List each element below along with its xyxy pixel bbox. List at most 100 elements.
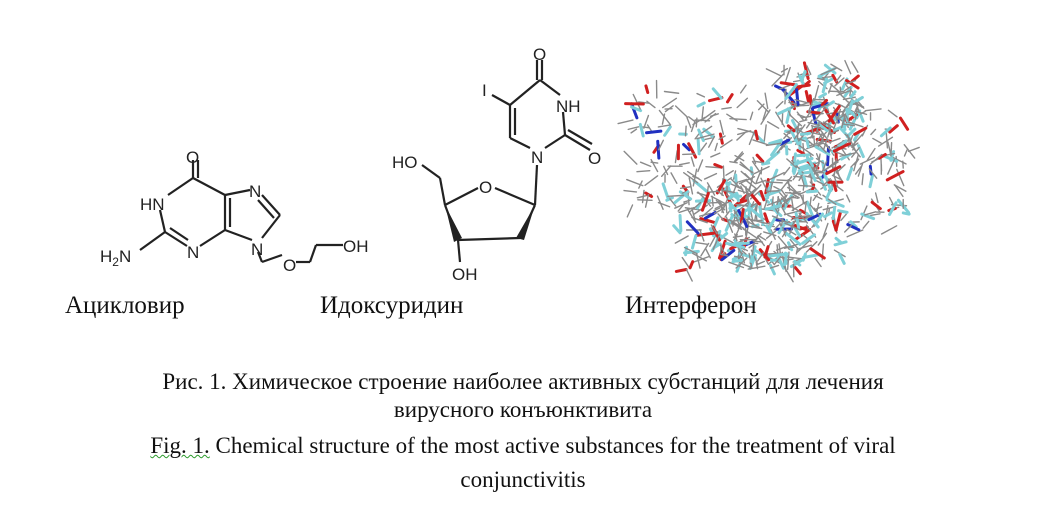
bond-stick bbox=[758, 248, 771, 262]
bond-stick bbox=[840, 113, 847, 129]
bond-stick bbox=[763, 124, 767, 144]
bond-stick bbox=[728, 202, 733, 213]
atom-label: OH bbox=[343, 237, 369, 256]
bond-stick bbox=[719, 253, 729, 257]
bond-stick bbox=[678, 214, 683, 233]
bond-stick bbox=[817, 143, 827, 153]
bond-stick bbox=[845, 79, 860, 90]
bond-stick bbox=[733, 241, 750, 246]
bond-stick bbox=[793, 124, 806, 140]
bond-stick bbox=[795, 247, 799, 255]
bond-stick bbox=[821, 77, 829, 94]
bond-stick bbox=[801, 252, 822, 260]
bond-stick bbox=[768, 252, 789, 258]
bond-stick bbox=[811, 102, 829, 110]
bond-stick bbox=[784, 231, 802, 246]
bond-stick bbox=[738, 176, 756, 185]
bond-stick bbox=[732, 235, 744, 238]
bond-stick bbox=[719, 119, 725, 135]
bond-stick bbox=[756, 100, 770, 113]
bond-stick bbox=[674, 268, 688, 273]
bond-stick bbox=[850, 140, 857, 152]
bond-stick bbox=[780, 189, 788, 198]
bond-stick bbox=[736, 97, 749, 109]
bond-stick bbox=[765, 190, 780, 193]
bond-stick bbox=[812, 193, 819, 202]
bond-stick bbox=[782, 253, 789, 267]
bond-stick bbox=[790, 103, 798, 109]
bond-stick bbox=[678, 206, 695, 214]
bond-stick bbox=[843, 86, 851, 92]
bond-stick bbox=[749, 193, 761, 206]
bond-stick bbox=[806, 65, 812, 76]
bond-stick bbox=[658, 109, 671, 125]
bond-stick bbox=[728, 261, 745, 269]
acyclovir-structure bbox=[139, 160, 343, 264]
bond-stick bbox=[854, 110, 868, 116]
bond-stick bbox=[639, 161, 652, 168]
bond-stick bbox=[837, 113, 847, 120]
bond-stick bbox=[718, 135, 726, 141]
bond-stick bbox=[783, 132, 791, 140]
bond-stick bbox=[696, 101, 706, 108]
bond-stick bbox=[788, 114, 803, 127]
bond-stick bbox=[762, 108, 768, 121]
bond-stick bbox=[674, 235, 689, 244]
bond-stick bbox=[737, 246, 742, 254]
bond-stick bbox=[679, 186, 691, 189]
bond-stick bbox=[683, 249, 700, 255]
bond-stick bbox=[645, 129, 663, 135]
bond-stick bbox=[696, 92, 706, 98]
bond-stick bbox=[697, 159, 704, 173]
bond-stick bbox=[829, 137, 841, 143]
bond-stick bbox=[778, 84, 791, 90]
atom-label: HO bbox=[392, 153, 418, 172]
bond-stick bbox=[733, 151, 744, 163]
bond-stick bbox=[699, 228, 705, 242]
bond-stick bbox=[674, 105, 689, 118]
bond-stick bbox=[801, 233, 816, 245]
bond-stick bbox=[894, 184, 904, 198]
bond-stick bbox=[854, 165, 862, 175]
bond-stick bbox=[804, 90, 810, 103]
bond-stick bbox=[797, 170, 811, 176]
bond-stick bbox=[806, 135, 815, 139]
bond-stick bbox=[845, 194, 851, 203]
bond-stick bbox=[809, 247, 826, 260]
bond-stick bbox=[874, 192, 879, 204]
bond-stick bbox=[833, 158, 838, 176]
bond-stick bbox=[816, 202, 820, 212]
bond-stick bbox=[780, 197, 789, 205]
bond-stick bbox=[695, 117, 698, 128]
bond-stick bbox=[755, 260, 766, 266]
bond-stick bbox=[725, 93, 734, 104]
bond-stick bbox=[852, 132, 860, 142]
bond-stick bbox=[700, 191, 710, 212]
bond-stick bbox=[644, 193, 650, 208]
bond-stick bbox=[796, 240, 810, 254]
bond-stick bbox=[809, 204, 817, 213]
bond-stick bbox=[796, 111, 805, 121]
bond-stick bbox=[786, 124, 796, 133]
bond-stick bbox=[822, 222, 829, 239]
bond-stick bbox=[673, 190, 690, 204]
bond-stick bbox=[766, 121, 780, 129]
bond-stick bbox=[705, 248, 712, 259]
bond-stick bbox=[736, 131, 746, 141]
bond-stick bbox=[847, 99, 854, 115]
bond-stick bbox=[701, 206, 714, 218]
atom-label: N bbox=[249, 182, 261, 201]
bond-stick bbox=[754, 129, 759, 141]
bond-stick bbox=[737, 127, 754, 134]
bond-stick bbox=[787, 196, 796, 200]
bond-stick bbox=[775, 111, 786, 128]
bond-stick bbox=[745, 220, 750, 240]
bond-stick bbox=[834, 77, 845, 87]
bond-stick bbox=[837, 209, 849, 214]
bond-stick bbox=[794, 86, 800, 106]
bond-stick bbox=[864, 211, 877, 216]
bond-stick bbox=[820, 67, 837, 76]
bond-stick bbox=[685, 220, 700, 235]
bond-stick bbox=[723, 178, 732, 193]
bond-stick bbox=[840, 213, 847, 222]
